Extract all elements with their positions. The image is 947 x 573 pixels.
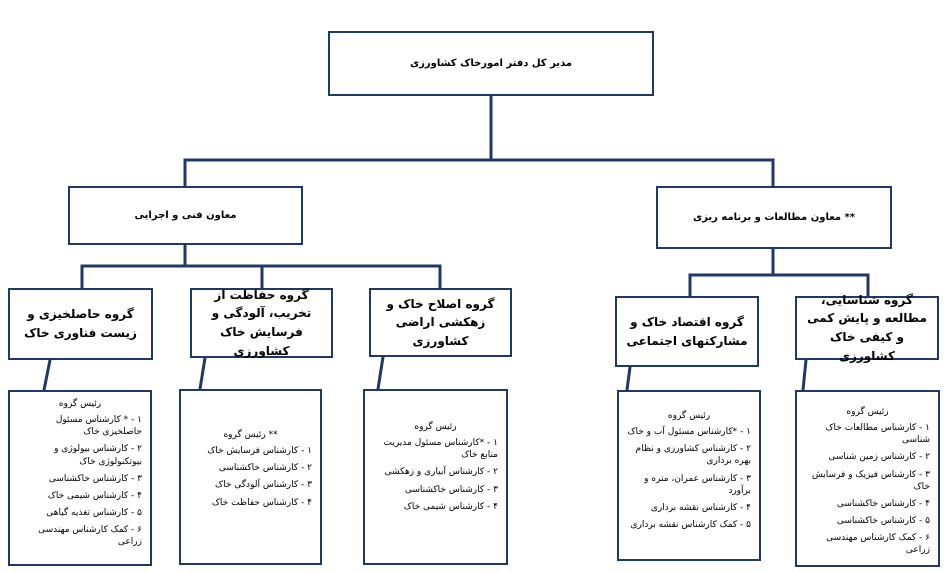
group-protection-list: ** رئیس گروه ۱ - کارشناس فرسایش خاک ۲ - … — [179, 389, 322, 565]
group-economy-box: گروه اقتصاد خاک و مشارکتهای اجتماعی — [615, 296, 759, 367]
director-title: مدیر کل دفتر امورخاک کشاورزی — [409, 57, 573, 69]
group-economy-title: گروه اقتصاد خاک و مشارکتهای اجتماعی — [626, 314, 748, 348]
technical-deputy-box: معاون فنی و اجرایی — [68, 186, 303, 245]
group-head-label: ** رئیس گروه — [223, 430, 278, 440]
group-protection-title: گروه حفاظت از تخریب، آلودگی و فرسایش خاک… — [211, 287, 312, 358]
list-item: ۴ - کارشناس شیمی خاک — [403, 501, 498, 512]
group-survey-list: رئیس گروه ۱ - کارشناس مطالعات خاک شناسی … — [795, 390, 940, 567]
group-economy-list: رئیس گروه ۱ - *کارشناس مسئول آب و خاک ۲ … — [617, 390, 761, 561]
group-reclamation-title: گروه اصلاح خاک و زهکشی اراضی کشاورزی — [386, 296, 495, 348]
list-item: ۱ - * کارشناس مسئول حاصلخیزی خاک — [55, 415, 142, 438]
list-item: ۳ - کارشناس فیزیک و فرسایش خاک — [811, 469, 930, 492]
list-item: ۲ - کارشناس خاکشناسی — [218, 463, 312, 474]
list-item: ۲ - کارشناس کشاورزی و نظام بهره برداری — [635, 444, 751, 467]
list-item: ۵ - کمک کارشناس نقشه برداری — [630, 519, 751, 530]
group-reclamation-list: رئیس گروه ۱ - *کارشناس مسئول مدیریت مناب… — [363, 389, 508, 565]
group-reclamation-box: گروه اصلاح خاک و زهکشی اراضی کشاورزی — [369, 288, 512, 357]
list-item: ۲ - کارشناس بیولوژی و بیوتکنولوژی خاک — [54, 444, 142, 467]
list-item: ۴ - کارشناس حفاظت خاک — [211, 497, 312, 508]
director-box: مدیر کل دفتر امورخاک کشاورزی — [328, 31, 654, 96]
group-head-label: رئیس گروه — [414, 422, 457, 432]
group-protection-box: گروه حفاظت از تخریب، آلودگی و فرسایش خاک… — [190, 288, 333, 358]
list-item: ۴ - کارشناس نقشه برداری — [650, 502, 751, 513]
list-item: ۵ - کارشناس خاکشناسی — [836, 515, 930, 526]
group-head-label: رئیس گروه — [667, 411, 711, 421]
list-item: ۳ - کارشناس آلودگی خاک — [215, 480, 312, 491]
connector-g5-list — [801, 358, 808, 392]
list-item: ۲ - کارشناس زمین شناسی — [828, 452, 930, 463]
group-survey-title: گروه شناسایی، مطالعه و پایش کمی و کیفی خ… — [807, 292, 927, 363]
list-item: ۵ - کارشناس تغذیه گیاهی — [46, 507, 142, 518]
group-head-label: رئیس گروه — [58, 399, 102, 409]
list-item: ۱ - کارشناس مطالعات خاک شناسی — [825, 423, 931, 446]
list-item: ۴ - کارشناس خاکشناسی — [836, 498, 930, 509]
list-item: ۳ - کارشناس خاکشناسی — [48, 473, 142, 484]
technical-deputy-title: معاون فنی و اجرایی — [134, 209, 237, 221]
group-survey-box: گروه شناسایی، مطالعه و پایش کمی و کیفی خ… — [795, 293, 939, 363]
list-item: ۶ - کمک کارشناس مهندسی زراعی — [38, 525, 142, 548]
list-item: ۴ - کارشناس شیمی خاک — [47, 490, 142, 501]
group-fertility-box: گروه حاصلخیزی و زیست فناوری خاک — [8, 288, 153, 360]
connector-g2-list — [198, 356, 207, 391]
list-item: ۱ - *کارشناس مسئول مدیریت منابع خاک — [383, 438, 498, 461]
list-item: ۳ - کارشناس عمران، متره و برآورد — [644, 473, 751, 496]
connector-g3-list — [376, 355, 385, 391]
studies-deputy-title: ** معاون مطالعات و برنامه ریزی — [693, 211, 855, 223]
connector-g4-list — [625, 365, 632, 392]
list-item: ۶ - کمک کارشناس مهندسی زراعی — [826, 533, 930, 556]
list-item: ۱ - کارشناس فرسایش خاک — [207, 446, 312, 457]
group-fertility-title: گروه حاصلخیزی و زیست فناوری خاک — [24, 307, 137, 340]
list-item: ۳ - کارشناس خاکشناسی — [404, 484, 498, 495]
group-fertility-list: رئیس گروه ۱ - * کارشناس مسئول حاصلخیزی خ… — [8, 390, 152, 566]
group-head-label: رئیس گروه — [846, 407, 889, 417]
connector-g1-list — [42, 358, 52, 392]
studies-deputy-box: ** معاون مطالعات و برنامه ریزی — [656, 186, 892, 249]
list-item: ۲ - کارشناس آبیاری و زهکشی — [384, 467, 498, 478]
list-item: ۱ - *کارشناس مسئول آب و خاک — [627, 427, 751, 438]
